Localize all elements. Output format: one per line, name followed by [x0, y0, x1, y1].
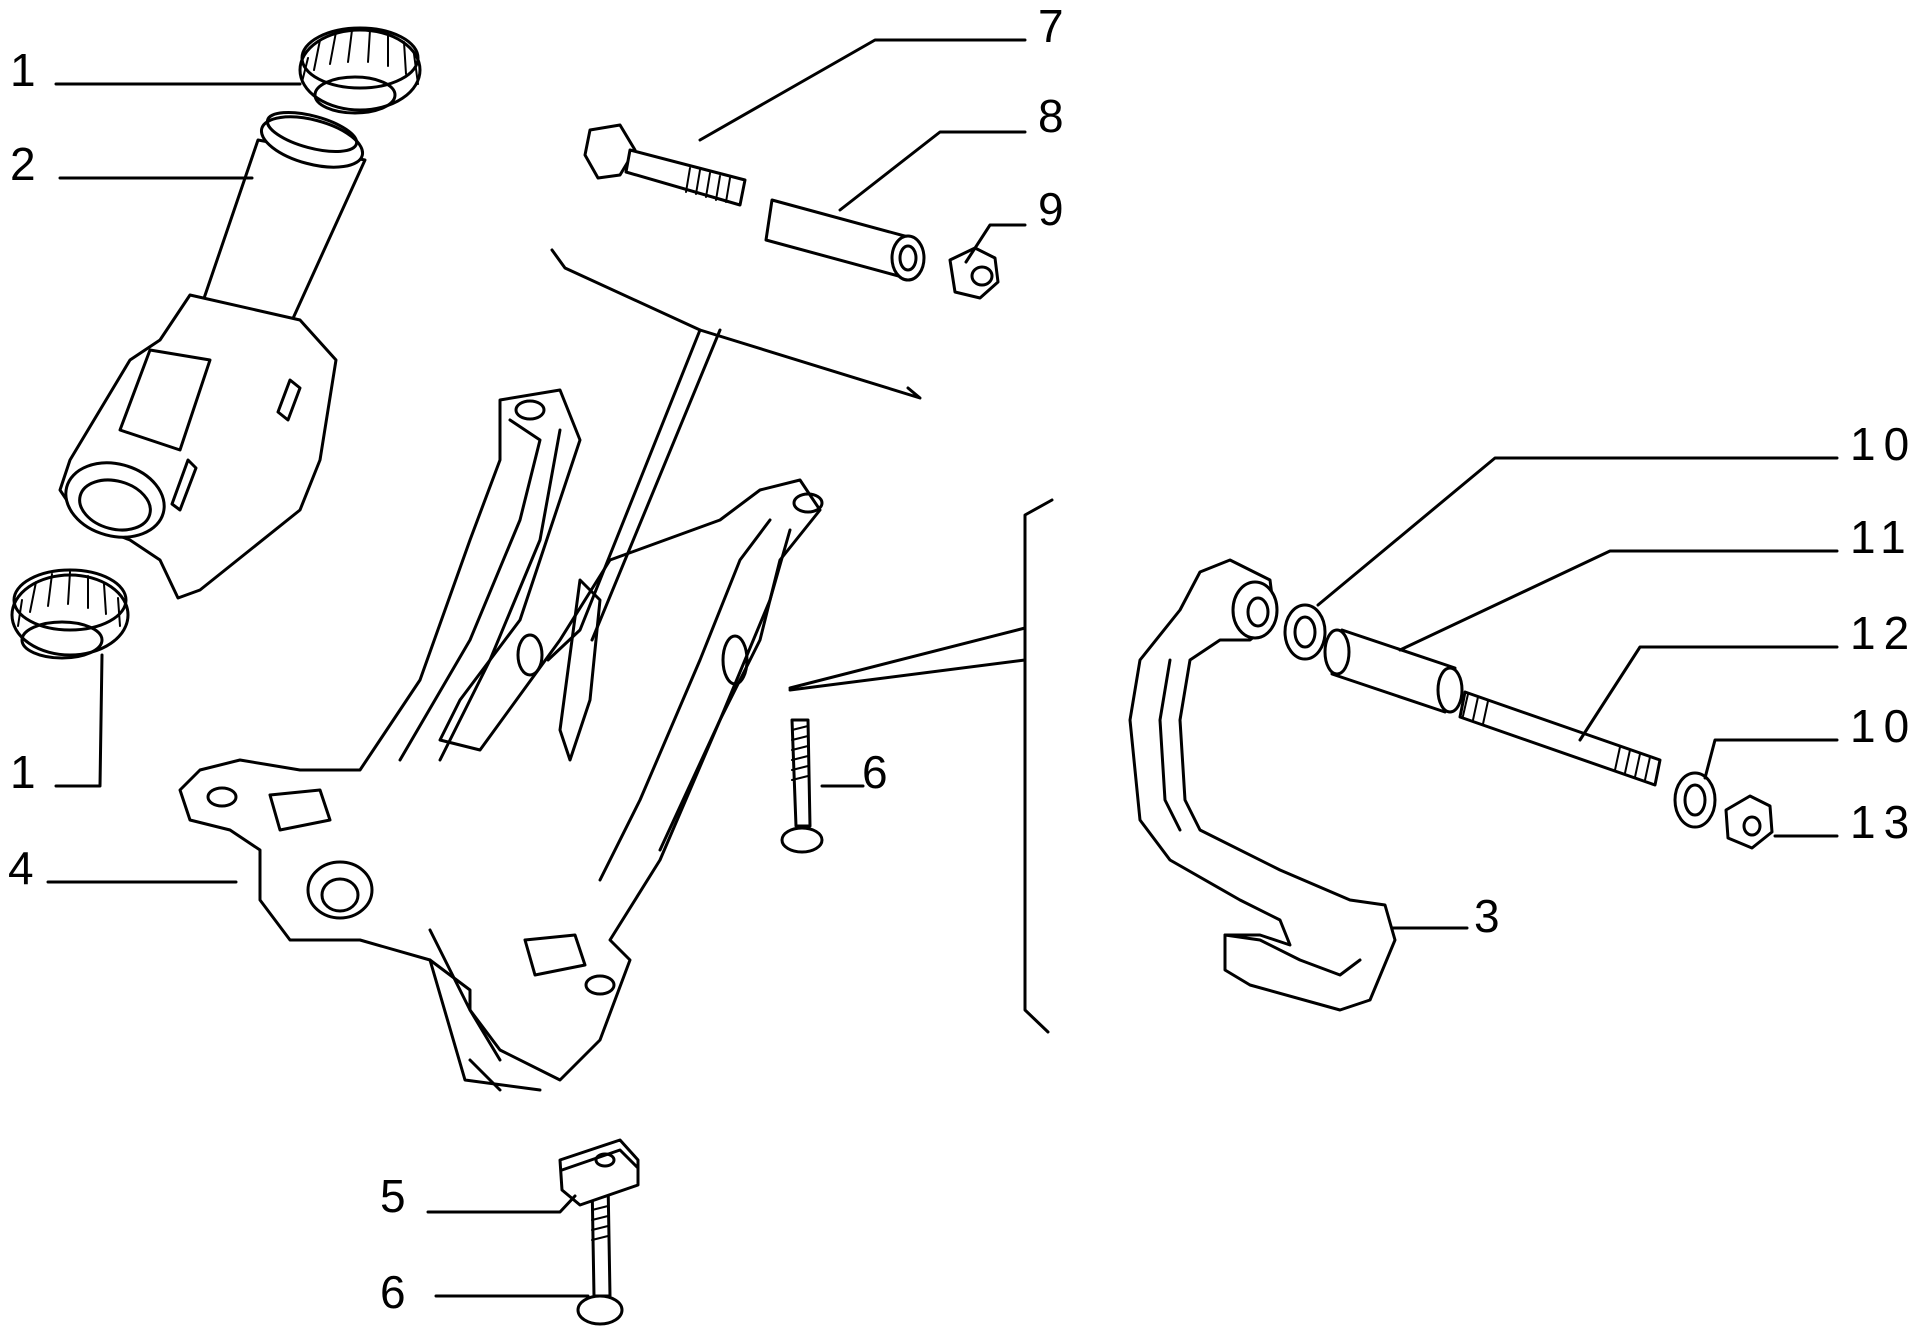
part-2-tube-sleeve — [58, 110, 367, 600]
part-12-long-bolt — [1458, 690, 1662, 787]
part-4-frame-bracket — [178, 388, 824, 1092]
callout-6-lower: 6 — [380, 1266, 414, 1318]
callout-2: 2 — [10, 138, 44, 190]
callout-1-top: 1 — [10, 44, 44, 96]
callout-4: 4 — [8, 842, 42, 894]
assembly-bracket-right — [788, 498, 1054, 1034]
part-11-bushing — [1323, 628, 1464, 714]
callout-10-lower: 10 — [1850, 700, 1917, 752]
callout-9: 9 — [1038, 183, 1072, 235]
callout-10-upper: 10 — [1850, 418, 1917, 470]
callout-7: 7 — [1038, 0, 1072, 52]
callout-12: 12 — [1850, 607, 1917, 659]
part-9-nut — [948, 246, 1000, 300]
callout-11: 11 — [1850, 511, 1914, 563]
leader-lines — [46, 38, 1839, 1298]
part-6-screw-upper — [780, 718, 824, 854]
assembly-bracket-upper — [546, 248, 922, 662]
part-13-nut — [1724, 794, 1774, 850]
part-10-washer-left — [1283, 603, 1327, 661]
part-3-pedal-lever — [1128, 558, 1397, 1012]
callout-1-bottom: 1 — [10, 746, 44, 798]
part-1-top-bearing-ring — [298, 26, 422, 115]
callout-labels: 1 2 1 4 7 8 9 6 5 6 10 11 12 10 13 3 — [8, 0, 1917, 1318]
part-10-washer-right — [1673, 771, 1717, 829]
callout-3: 3 — [1474, 890, 1508, 942]
callout-13: 13 — [1850, 796, 1917, 848]
part-7-bolt — [583, 123, 747, 207]
callout-8: 8 — [1038, 90, 1072, 142]
part-8-spacer — [764, 198, 926, 282]
callout-6-upper: 6 — [862, 746, 896, 798]
part-5-rubber-plug — [558, 1138, 640, 1207]
callout-5: 5 — [380, 1170, 414, 1222]
part-1-lower-bearing-ring — [10, 568, 130, 660]
